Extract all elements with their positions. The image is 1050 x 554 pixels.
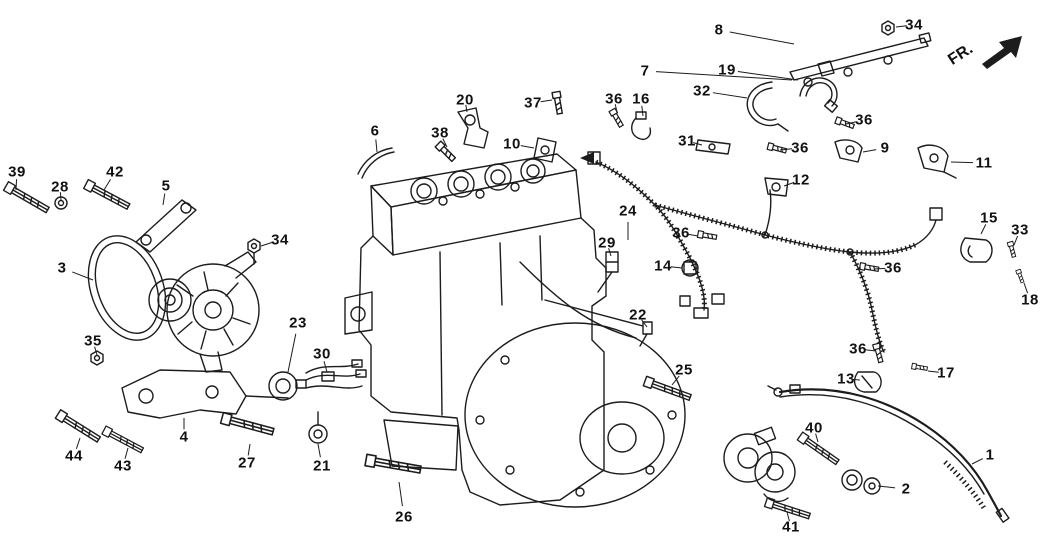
part-callout-36: 36 — [849, 340, 867, 358]
part-callout-41: 41 — [782, 518, 800, 536]
harness-clamps — [631, 111, 993, 393]
part-callout-23: 23 — [289, 314, 307, 332]
part-callout-5: 5 — [161, 177, 171, 195]
part-callout-24: 24 — [619, 202, 637, 220]
part-callout-36: 36 — [884, 259, 902, 277]
part-callout-32: 32 — [693, 82, 711, 100]
part-callout-33: 33 — [1011, 221, 1029, 239]
part-callout-1: 1 — [985, 446, 995, 464]
wire-harness — [587, 151, 943, 354]
engine-sensors — [457, 107, 699, 347]
part-callout-29: 29 — [598, 234, 616, 252]
part-callout-40: 40 — [805, 419, 823, 437]
part-callout-36: 36 — [855, 111, 873, 129]
part-callout-30: 30 — [313, 345, 331, 363]
part-callout-44: 44 — [65, 447, 83, 465]
part-callout-36: 36 — [791, 139, 809, 157]
part-callout-26: 26 — [395, 508, 413, 526]
part-callout-37: 37 — [524, 94, 542, 112]
part-callout-39: 39 — [8, 163, 26, 181]
part-callout-12: 12 — [792, 171, 810, 189]
part-callout-34: 34 — [271, 231, 289, 249]
part-callout-18: 18 — [1021, 291, 1039, 309]
part-callout-11: 11 — [975, 154, 993, 172]
starter-assembly — [723, 426, 881, 503]
part-callout-9: 9 — [880, 139, 890, 157]
part-callout-42: 42 — [106, 163, 124, 181]
fr-arrow-icon — [982, 36, 1022, 69]
engine-block — [344, 147, 686, 508]
part-callout-19: 19 — [718, 61, 736, 79]
part-callout-27: 27 — [238, 454, 256, 472]
part-callout-21: 21 — [313, 457, 331, 475]
alternator-assembly — [87, 199, 289, 419]
part-callout-28: 28 — [51, 178, 69, 196]
part-callout-34: 34 — [905, 16, 923, 34]
part-callout-8: 8 — [714, 21, 724, 39]
part-callout-31: 31 — [678, 132, 696, 150]
fuel-hoses — [746, 77, 839, 132]
part-callout-2: 2 — [901, 480, 911, 498]
part-callout-14: 14 — [654, 257, 672, 275]
part-callout-38: 38 — [431, 124, 449, 142]
part-callout-10: 10 — [503, 135, 521, 153]
part-callout-17: 17 — [937, 364, 955, 382]
clutch-cable — [767, 384, 1010, 523]
part-callout-20: 20 — [456, 91, 474, 109]
part-callout-13: 13 — [837, 370, 855, 388]
part-callout-35: 35 — [84, 332, 102, 350]
part-callout-4: 4 — [179, 428, 189, 446]
part-callout-3: 3 — [57, 259, 67, 277]
part-callout-7: 7 — [640, 62, 650, 80]
part-callout-36: 36 — [672, 224, 690, 242]
fasteners — [2, 20, 1026, 522]
part-callout-43: 43 — [114, 457, 132, 475]
part-callout-36: 36 — [605, 90, 623, 108]
part-callout-16: 16 — [632, 90, 650, 108]
fuel-rail — [789, 32, 932, 87]
part-callout-15: 15 — [980, 209, 998, 227]
part-callout-22: 22 — [629, 306, 647, 324]
part-callout-6: 6 — [370, 122, 380, 140]
distributor-wires — [268, 359, 367, 444]
part-callout-25: 25 — [675, 361, 693, 379]
